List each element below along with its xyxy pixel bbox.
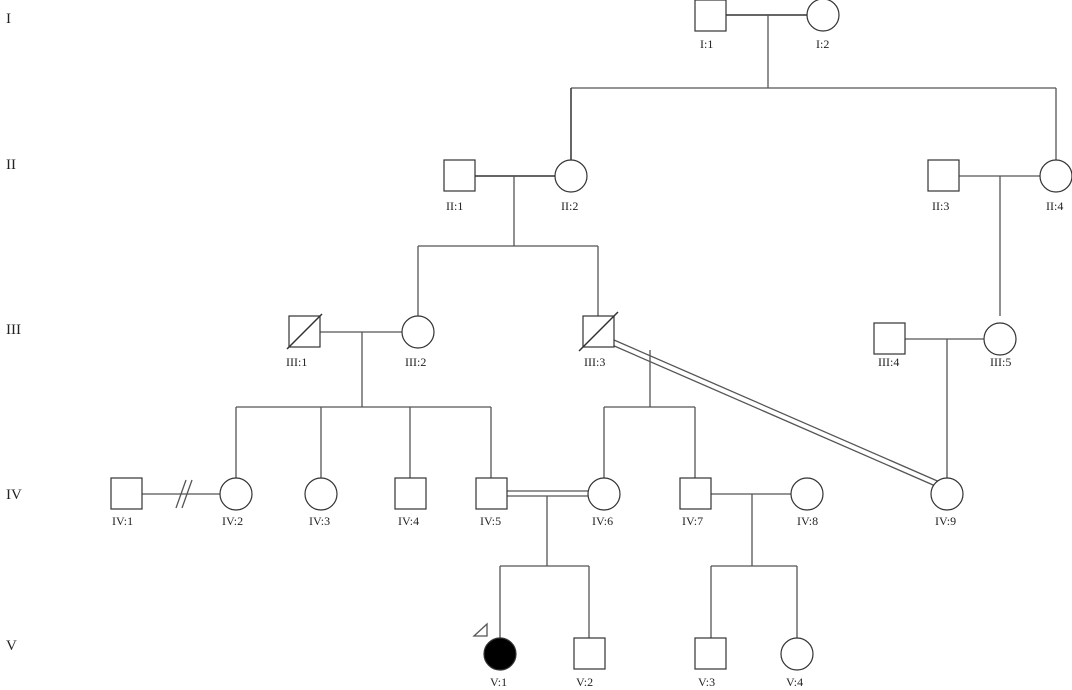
individual-IV9-female <box>930 477 964 511</box>
individual-label-IV2: IV:2 <box>222 514 243 528</box>
generation-label-III: III <box>6 322 21 338</box>
consanguinity-line-III3-IV9-a <box>613 339 943 484</box>
individual-label-I1: I:1 <box>700 37 713 51</box>
proband-arrow-icon <box>472 622 488 637</box>
individual-label-V3: V:3 <box>698 675 715 689</box>
individual-II2-female <box>554 159 588 193</box>
individual-IV5-male <box>475 477 508 510</box>
individual-label-V2: V:2 <box>576 675 593 689</box>
individual-I2-female <box>806 0 840 32</box>
deceased-slash-III3 <box>578 311 619 352</box>
individual-I1-male <box>694 0 727 32</box>
individual-label-II1: II:1 <box>446 199 463 213</box>
individual-label-III2: III:2 <box>405 355 426 369</box>
individual-IV3-female <box>304 477 338 511</box>
generation-label-IV: IV <box>6 487 22 503</box>
individual-label-V4: V:4 <box>786 675 803 689</box>
individual-label-IV5: IV:5 <box>480 514 501 528</box>
individual-label-III5: III:5 <box>990 355 1011 369</box>
individual-label-III3: III:3 <box>584 355 605 369</box>
individual-label-IV9: IV:9 <box>935 514 956 528</box>
individual-IV7-male <box>679 477 712 510</box>
individual-III4-male <box>873 322 906 355</box>
individual-label-III1: III:1 <box>286 355 307 369</box>
individual-V2-male <box>573 637 606 670</box>
individual-V3-male <box>694 637 727 670</box>
individual-label-II4: II:4 <box>1046 199 1063 213</box>
individual-V1-female-affected <box>483 637 517 671</box>
individual-II1-male <box>443 159 476 192</box>
individual-II4-female <box>1039 159 1072 193</box>
individual-IV4-male <box>394 477 427 510</box>
individual-label-IV1: IV:1 <box>112 514 133 528</box>
connector-lines <box>142 14 1057 638</box>
individual-IV8-female <box>790 477 824 511</box>
generation-label-II: II <box>6 157 16 173</box>
individual-label-II3: II:3 <box>932 199 949 213</box>
individual-IV6-female <box>587 477 621 511</box>
individual-label-IV3: IV:3 <box>309 514 330 528</box>
individual-label-IV8: IV:8 <box>797 514 818 528</box>
generation-label-I: I <box>6 11 11 27</box>
individual-IV2-female <box>219 477 253 511</box>
deceased-slash-III1 <box>286 313 323 350</box>
individual-label-IV7: IV:7 <box>682 514 703 528</box>
divorce-slash-1 <box>175 479 187 509</box>
individual-IV1-male <box>110 477 143 510</box>
individual-label-II2: II:2 <box>561 199 578 213</box>
individual-V4-female <box>780 637 814 671</box>
individual-label-IV6: IV:6 <box>592 514 613 528</box>
individual-label-I2: I:2 <box>816 37 829 51</box>
individual-label-V1: V:1 <box>490 675 507 689</box>
divorce-slash-2 <box>181 479 193 509</box>
consanguinity-line-III3-IV9-b <box>611 344 941 489</box>
generation-label-V: V <box>6 638 17 654</box>
individual-III2-female <box>401 315 435 349</box>
individual-III5-female <box>983 322 1017 356</box>
individual-label-IV4: IV:4 <box>398 514 419 528</box>
individual-label-III4: III:4 <box>878 355 899 369</box>
individual-II3-male <box>927 159 960 192</box>
